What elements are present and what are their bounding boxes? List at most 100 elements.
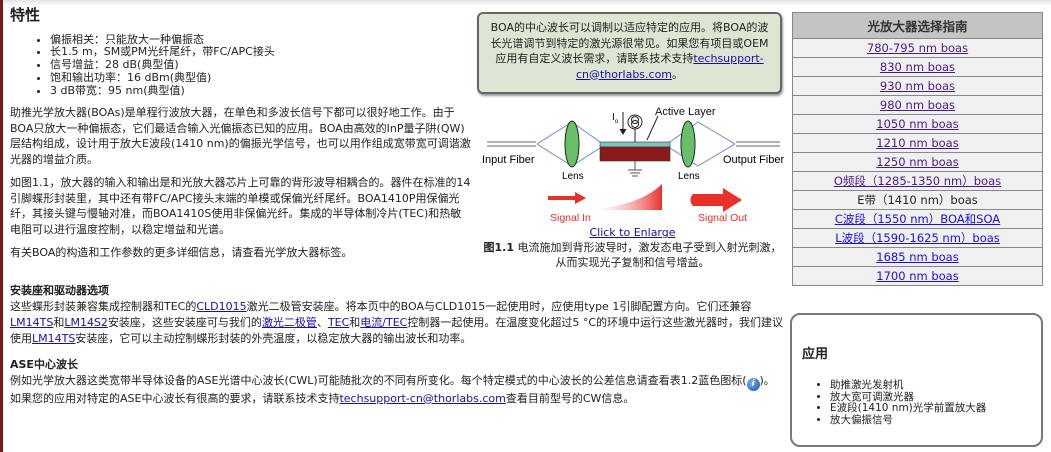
guide-cell: 1210 nm boas — [792, 133, 1043, 153]
click-to-enlarge-link[interactable]: Click to Enlarge — [589, 226, 676, 239]
text: 和 — [53, 316, 65, 329]
mounts-paragraph: 这些蝶形封装兼容集成控制器和TEC的CLD1015激光二极管安装座。将本页中的B… — [10, 299, 785, 347]
input-fiber — [487, 141, 536, 147]
lens-right-label: Lens — [678, 171, 700, 182]
guide-link[interactable]: 1700 nm boas — [876, 269, 959, 283]
output-fiber-label: Output Fiber — [723, 154, 784, 166]
caption-label: 图1.1 — [483, 241, 515, 254]
guide-row: C波段（1550 nm）BOA和SOA — [792, 209, 1043, 229]
mounts-title: 安装座和驱动器选项 — [10, 284, 109, 297]
guide-link[interactable]: 1685 nm boas — [876, 250, 959, 264]
lm14ts-link[interactable]: LM14TS — [10, 316, 54, 329]
applications-title: 应用 — [802, 347, 829, 362]
guide-cell: 1685 nm boas — [792, 247, 1043, 267]
application-item: 助推激光发射机 — [830, 379, 1031, 392]
text: 这些蝶形封装兼容集成控制器和TEC的 — [10, 300, 197, 313]
guide-row: 930 nm boas — [792, 76, 1043, 96]
guide-cell: 1050 nm boas — [792, 114, 1043, 134]
guide-row: E带（1410 nm）boas — [792, 190, 1043, 210]
signal-out-label: Signal Out — [698, 212, 747, 224]
text: )。如果您的应用对特定的ASE中心波长有很高的要求，请联系技术支持 — [10, 374, 775, 405]
current-source-icon — [619, 112, 643, 142]
gain-wedge — [585, 184, 662, 210]
guide-row: 830 nm boas — [792, 57, 1043, 77]
top-shadow — [0, 0, 1051, 6]
guide-cell: E带（1410 nm）boas — [792, 190, 1043, 210]
applications-box: 应用 助推激光发射机 放大宽可调激光器 E波段(1410 nm)光学前置放大器 … — [790, 313, 1043, 447]
guide-link[interactable]: C波段（1550 nm）BOA和SOA — [834, 212, 1001, 226]
chip-shape — [599, 146, 671, 162]
text: 激光二极管安装座。将本页中的BOA与CLD1015一起使用时，应使用type 1… — [246, 300, 752, 313]
more-info-paragraph: 有关BOA的构造和工作参数的更多详细信息，请查看光学放大器标签。 — [10, 246, 353, 260]
guide-link[interactable]: 830 nm boas — [879, 60, 956, 74]
lens-left-shape — [564, 120, 580, 168]
guide-link[interactable]: 980 nm boas — [879, 98, 956, 112]
guide-row: 1210 nm boas — [792, 133, 1043, 153]
input-fiber-label: Input Fiber — [482, 154, 535, 166]
tec-link[interactable]: TEC — [327, 316, 350, 329]
guide-cell: 830 nm boas — [792, 57, 1043, 77]
coupling-paragraph: 如图1.1，放大器的输入和输出是和光放大器芯片上可靠的背形波导相耦合的。器件在标… — [10, 176, 471, 236]
guide-cell: L波段（1590-1625 nm）boas — [792, 228, 1043, 248]
text: 例如光学放大器这类宽带半导体设备的ASE光谱中心波长(CWL)可能随批次的不同有… — [10, 374, 747, 387]
feature-item: 饱和输出功率：16 dBm(典型值) — [50, 71, 472, 85]
callout-email-link[interactable]: techsupport-cn@thorlabs.com — [575, 52, 764, 81]
guide-link[interactable]: 1050 nm boas — [876, 117, 959, 131]
intro-paragraph: 助推光学放大器(BOAs)是单程行波放大器，在单色和多波长信号下都可以很好地工作… — [10, 106, 471, 166]
guide-link[interactable]: 1250 nm boas — [876, 155, 959, 169]
ase-title: ASE中心波长 — [10, 358, 78, 371]
lm14s2-link[interactable]: LM14S2 — [64, 316, 108, 329]
lens-left-label: Lens — [562, 171, 584, 182]
guide-cell: 930 nm boas — [792, 76, 1043, 96]
guide-current-item: E带（1410 nm）boas — [857, 193, 978, 207]
figure-caption: 图1.1 电流施加到背形波导时，激发态电子受到入射光刺激，从而实现光子复制和信号… — [480, 240, 785, 270]
callout-text: BOA的中心波长可以调制以适应特定的应用。将BOA的波长光谱调节到特定的激光源很… — [490, 21, 769, 65]
techsupport-email-link[interactable]: techsupport-cn@thorlabs.com — [339, 392, 506, 405]
guide-row: 780-795 nm boas — [792, 38, 1043, 58]
features-list: 偏振相关：只能放大一种偏振态 长1.5 m，SM或PM光纤尾纤，带FC/APC接… — [10, 33, 472, 98]
current-tec-link[interactable]: 电流/TEC — [360, 316, 408, 329]
guide-link[interactable]: 1210 nm boas — [876, 136, 959, 150]
application-item: 放大宽可调激光器 — [830, 391, 1031, 404]
left-border — [0, 0, 3, 452]
guide-cell: C波段（1550 nm）BOA和SOA — [792, 209, 1043, 229]
signal-in-label: Signal In — [550, 212, 591, 224]
lens-right-shape — [680, 120, 696, 168]
laser-diode-link[interactable]: 激光二极管 — [261, 316, 317, 329]
guide-title: 光放大器选择指南 — [792, 12, 1043, 39]
ground-icon — [628, 161, 642, 177]
feature-item: 3 dB带宽：95 nm(典型值) — [50, 84, 472, 98]
features-title: 特性 — [10, 6, 41, 24]
guide-row: 1050 nm boas — [792, 114, 1043, 134]
info-icon[interactable]: i — [746, 378, 760, 391]
signal-in-arrow — [548, 192, 586, 204]
guide-link[interactable]: O频段（1285-1350 nm）boas — [833, 174, 1002, 188]
options-section: 安装座和驱动器选项 这些蝶形封装兼容集成控制器和TEC的CLD1015激光二极管… — [10, 283, 785, 417]
caption-text: 电流施加到背形波导时，激发态电子受到入射光刺激，从而实现光子复制和信号增益。 — [514, 241, 782, 269]
guide-row: 1250 nm boas — [792, 152, 1043, 172]
output-fiber — [736, 141, 780, 147]
text: 控制器一起使用。在温度变化超过5 °C的环境中运行这些激光器时，我们建议使用 — [10, 316, 784, 345]
guide-row: 1700 nm boas — [792, 266, 1043, 286]
active-layer-label: Active Layer — [655, 106, 716, 118]
custom-wavelength-callout: BOA的中心波长可以调制以适应特定的应用。将BOA的波长光谱调节到特定的激光源很… — [477, 12, 782, 94]
signal-out-arrow — [690, 188, 742, 212]
text: 、 — [316, 316, 328, 329]
callout-text-end: 。 — [672, 67, 684, 81]
amplifier-selection-guide: 光放大器选择指南 780-795 nm boas 830 nm boas 930 n… — [792, 12, 1043, 286]
guide-link[interactable]: L波段（1590-1625 nm）boas — [835, 231, 1000, 245]
guide-row: L波段（1590-1625 nm）boas — [792, 228, 1043, 248]
guide-cell: O频段（1285-1350 nm）boas — [792, 171, 1043, 191]
guide-link[interactable]: 930 nm boas — [879, 79, 956, 93]
guide-link[interactable]: 780-795 nm boas — [866, 41, 969, 55]
features-section: 特性 偏振相关：只能放大一种偏振态 长1.5 m，SM或PM光纤尾纤，带FC/A… — [10, 6, 472, 269]
current-label: Io — [612, 112, 619, 125]
application-item: E波段(1410 nm)光学前置放大器 — [830, 402, 1031, 415]
text: 安装座，这些安装座可与我们的 — [107, 316, 262, 329]
applications-list: 助推激光发射机 放大宽可调激光器 E波段(1410 nm)光学前置放大器 放大偏… — [802, 379, 1031, 427]
lm14ts-link-2[interactable]: LM14TS — [32, 332, 76, 345]
boa-diagram[interactable]: Active Layer Io Input Fiber Output Fiber… — [480, 100, 785, 230]
guide-cell: 1700 nm boas — [792, 266, 1043, 286]
application-item: 放大偏振信号 — [830, 414, 1031, 427]
cld1015-link[interactable]: CLD1015 — [196, 300, 247, 313]
